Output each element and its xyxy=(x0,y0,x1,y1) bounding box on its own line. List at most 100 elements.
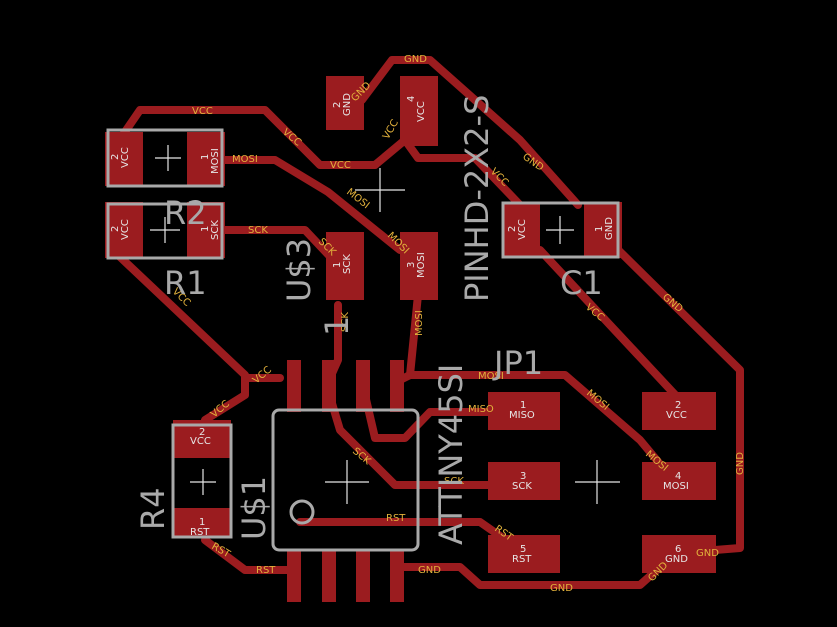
trace-miso xyxy=(361,391,504,442)
r2-pad-1 xyxy=(187,132,225,186)
us3-pad1-num: 1 xyxy=(332,262,343,268)
label-r4: R4 xyxy=(134,487,172,530)
jp1-pad5-num: 5 xyxy=(520,544,526,555)
jp1-pad-5 xyxy=(488,535,560,573)
trace-mosi-right xyxy=(406,371,669,474)
ic-origin-cross xyxy=(325,460,369,504)
net-label-gnd-corner: GND xyxy=(696,548,719,559)
ic-outline xyxy=(271,408,420,552)
net-label-rst-bottom: RST xyxy=(256,565,276,576)
jp1-origin-cross xyxy=(575,460,620,504)
c1-pad2-num: 2 xyxy=(507,226,518,232)
net-label-mosi-h: MOSI xyxy=(478,371,504,382)
c1-pad1-num: 1 xyxy=(594,226,605,232)
net-label-mosi-top: MOSI xyxy=(232,154,258,165)
ic-pin-bottom-2 xyxy=(322,550,336,602)
net-label-sck-jp1: SCK xyxy=(444,476,464,487)
net-label-sck-top: SCK xyxy=(248,225,268,236)
silkscreen xyxy=(106,128,620,552)
us3-pad4-net: VCC xyxy=(416,101,427,122)
us3-pad4-num: 4 xyxy=(406,96,417,102)
us3-pad-1 xyxy=(326,232,364,300)
net-label-gnd-top: GND xyxy=(404,54,427,65)
ic-pin-top-3 xyxy=(356,360,370,412)
jp1-pad6-num: 6 xyxy=(675,544,681,555)
label-c1: C1 xyxy=(560,264,603,302)
jp1-pad-1 xyxy=(488,392,560,430)
us3-pad-2 xyxy=(326,76,364,130)
trace-vcc-right xyxy=(536,246,684,404)
jp1-pad3-num: 3 xyxy=(520,471,526,482)
r2-pad-2 xyxy=(105,132,143,186)
net-label-vcc-top: VCC xyxy=(192,106,213,117)
component-labels: R2 R1 C1 JP1 U$3 U$1 R4 1 ATTINY45SI PIN… xyxy=(134,95,603,545)
jp1-pad-2 xyxy=(642,392,716,430)
net-label-vcc-header: VCC xyxy=(381,118,401,142)
ic-pin-top-1 xyxy=(287,360,301,412)
c1-pad-2 xyxy=(502,202,540,258)
label-pin1-marker: 1 xyxy=(318,316,356,336)
r4-pad2-net: VCC xyxy=(190,436,211,447)
trace-vcc-top xyxy=(112,106,524,209)
label-us1: U$1 xyxy=(235,476,273,540)
r2-pad2-net: VCC xyxy=(120,147,131,168)
jp1-pad-3 xyxy=(488,462,560,500)
jp1-pad6-net: GND xyxy=(665,554,688,565)
us3-origin-cross xyxy=(355,168,405,212)
jp1-pad1-num: 1 xyxy=(520,400,526,411)
net-label-mosi-vert: MOSI xyxy=(414,310,425,336)
net-label-vcc-mid: VCC xyxy=(330,160,351,171)
r2-pad2-num: 2 xyxy=(110,154,121,160)
r1-outline xyxy=(106,202,224,260)
trace-mosi-top xyxy=(218,156,404,254)
r1-pad2-num: 2 xyxy=(110,226,121,232)
r1-pad1-num: 1 xyxy=(200,226,211,232)
r2-origin-cross xyxy=(155,145,181,171)
label-r2: R2 xyxy=(164,194,207,232)
us3-pad2-num: 2 xyxy=(332,102,343,108)
net-label-mosi-jp1: MOSI xyxy=(584,388,611,413)
us3-pad3-num: 3 xyxy=(406,262,417,268)
label-r1: R1 xyxy=(164,264,207,302)
trace-gnd-top xyxy=(358,56,582,209)
ic-pin-bottom-1 xyxy=(287,550,301,602)
us3-pad-3 xyxy=(400,232,438,300)
us3-pad-4 xyxy=(400,76,438,146)
jp1-pad4-net: MOSI xyxy=(663,481,689,492)
ic-pin-bottom-4 xyxy=(390,550,404,602)
r4-pad1-net: RST xyxy=(190,527,210,538)
r2-pad1-num: 1 xyxy=(200,154,211,160)
trace-rst-right xyxy=(296,518,524,554)
net-label-sck-vert: SCK xyxy=(340,312,351,332)
us3-pad3-net: MOSI xyxy=(416,252,427,278)
jp1-pad5-net: RST xyxy=(512,554,532,565)
jp1-pad4-num: 4 xyxy=(675,471,681,482)
r2-pad1-net: MOSI xyxy=(210,148,221,174)
net-label-gnd-right-vert: GND xyxy=(735,452,746,475)
ic-pin-top-4 xyxy=(390,360,404,412)
jp1-pad3-net: SCK xyxy=(512,481,532,492)
jp1-pad2-num: 2 xyxy=(675,400,681,411)
r1-pad1-net: SCK xyxy=(210,220,221,240)
r4-origin-cross xyxy=(190,469,216,495)
net-label-miso: MISO xyxy=(468,404,494,415)
net-label-rst-h: RST xyxy=(386,513,406,524)
pad-labels: 2 VCC 1 MOSI 2 VCC 1 SCK 2 GND 4 VCC 1 S… xyxy=(110,93,689,565)
net-label-gnd-bottom-2: GND xyxy=(550,583,573,594)
ic-pin-top-2 xyxy=(322,360,336,412)
copper-pads xyxy=(105,76,716,602)
jp1-pad1-net: MISO xyxy=(509,410,535,421)
label-attiny45si: ATTINY45SI xyxy=(432,364,470,545)
origin-crosses xyxy=(150,145,620,504)
c1-pad-1 xyxy=(584,202,622,258)
r1-pad2-net: VCC xyxy=(120,219,131,240)
jp1-pad-4 xyxy=(642,462,716,500)
label-pinhd-2x2-s: PINHD-2X2-S xyxy=(458,95,496,302)
us3-pad2-net: GND xyxy=(342,93,353,116)
r1-pad-2 xyxy=(105,202,143,258)
c1-origin-cross xyxy=(546,216,574,244)
ic-pin-bottom-3 xyxy=(356,550,370,602)
trace-gnd-bottom xyxy=(394,556,672,589)
c1-pad2-net: VCC xyxy=(517,219,528,240)
c1-outline xyxy=(501,201,620,259)
